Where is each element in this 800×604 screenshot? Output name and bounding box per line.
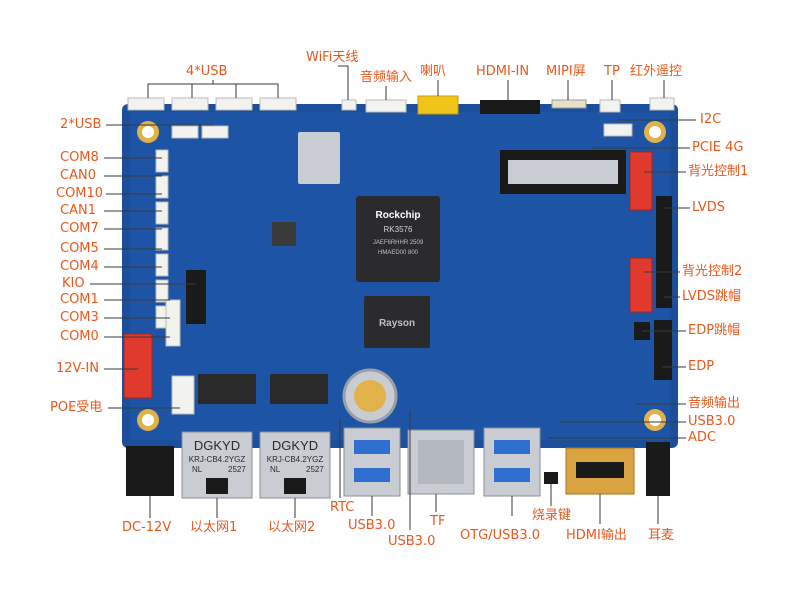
- rj45-2: [259, 431, 331, 499]
- mounting-holes: [137, 121, 666, 431]
- label-audio-in: 音频输入: [360, 70, 413, 85]
- label-com8: COM8: [60, 150, 99, 165]
- label-4usb: 4*USB: [186, 64, 228, 79]
- burn-key: [544, 472, 558, 484]
- label-usb30-b: USB3.0: [388, 534, 436, 549]
- label-com7: COM7: [60, 221, 99, 236]
- dc-jack: [126, 446, 174, 496]
- label-usb30-a: USB3.0: [348, 518, 396, 533]
- backlight2-connector: [629, 257, 653, 313]
- label-com3: COM3: [60, 310, 99, 325]
- soc-chip: [356, 196, 440, 282]
- label-edp-jumper: EDP跳帽: [688, 323, 741, 338]
- label-12v-in: 12V-IN: [56, 361, 99, 376]
- rj45-2-nl: NL: [270, 465, 281, 474]
- edp-connector: [654, 320, 672, 380]
- poe-connector: [171, 375, 195, 415]
- label-otg: OTG/USB3.0: [460, 528, 540, 543]
- label-mipi: MIPI屏: [546, 64, 586, 79]
- label-hdmi-in: HDMI-IN: [476, 64, 530, 79]
- rj45-1-model: KRJ-CB4.2YGZ: [189, 455, 246, 464]
- mem-brand: Rayson: [379, 318, 415, 329]
- label-wifi: WiFi天线: [306, 50, 359, 65]
- label-usb30-right: USB3.0: [688, 414, 736, 429]
- lan-transformer-2: [270, 374, 328, 404]
- ir-connector: [649, 97, 675, 111]
- label-ir: 红外遥控: [630, 64, 683, 79]
- leader-lines: [90, 65, 696, 530]
- soc-line2: HMAED00 800: [378, 250, 419, 256]
- label-com4: COM4: [60, 259, 99, 274]
- hdmi-in-header: [480, 100, 540, 114]
- label-mic: 耳麦: [648, 528, 675, 543]
- power-12v-connector: [123, 333, 153, 399]
- label-burn: 烧录键: [532, 508, 572, 523]
- audio-in-connector: [365, 99, 407, 113]
- label-tf: TF: [430, 514, 446, 529]
- tf-slot: [407, 429, 475, 495]
- label-backlight1: 背光控制1: [688, 164, 749, 179]
- label-com0: COM0: [60, 329, 99, 344]
- soc-line1: JAEF6RHHR 2509: [373, 240, 424, 246]
- label-can0: CAN0: [60, 168, 96, 183]
- label-i2c: I2C: [700, 112, 722, 127]
- soc-model: RK3576: [384, 225, 413, 234]
- usb30-port-2: [483, 427, 541, 497]
- label-eth2: 以太网2: [268, 520, 316, 535]
- soc-brand: Rockchip: [375, 210, 420, 221]
- usb4-headers: [127, 97, 297, 111]
- label-poe: POE受电: [50, 400, 103, 415]
- lvds-jumper: [656, 288, 672, 308]
- speaker-connector: [417, 95, 459, 115]
- lvds-header: [656, 196, 672, 296]
- label-eth1: 以太网1: [190, 520, 238, 535]
- tp-connector: [599, 99, 621, 113]
- rj45-2-model: KRJ-CB4.2YGZ: [267, 455, 324, 464]
- rj45-2-code: 2527: [306, 465, 324, 474]
- label-lvds-jumper: LVDS跳帽: [682, 289, 741, 304]
- label-backlight2: 背光控制2: [682, 264, 743, 279]
- label-lvds: LVDS: [692, 200, 725, 215]
- mic-jack: [646, 442, 670, 496]
- label-kio: KIO: [62, 276, 85, 291]
- label-com10: COM10: [56, 186, 104, 201]
- label-can1: CAN1: [60, 203, 96, 218]
- label-hdmi-out: HDMI输出: [566, 528, 627, 543]
- backlight1-connector: [629, 151, 653, 211]
- memory-chip: [364, 296, 430, 348]
- label-dc12v: DC-12V: [122, 520, 172, 535]
- rj45-1-brand: DGKYD: [194, 438, 240, 453]
- usb30-port-1: [343, 427, 401, 497]
- label-tp: TP: [604, 64, 620, 79]
- label-pcie: PCIE 4G: [692, 140, 744, 155]
- lan-transformer-1: [198, 374, 256, 404]
- kio-header: [186, 270, 206, 324]
- label-audio-out: 音频输出: [688, 396, 741, 411]
- left-com-headers: [155, 149, 181, 347]
- label-speaker: 喇叭: [420, 64, 447, 79]
- label-rtc: RTC: [330, 500, 355, 515]
- wifi-module: [298, 132, 340, 184]
- rj45-1: [181, 431, 253, 499]
- hdmi-port: [565, 447, 635, 495]
- rj45-1-nl: NL: [192, 465, 203, 474]
- rj45-1-code: 2527: [228, 465, 246, 474]
- usb2-headers: [171, 125, 229, 139]
- mipi-connector: [551, 99, 587, 109]
- label-adc: ADC: [688, 430, 716, 445]
- wifi-connector: [341, 99, 357, 111]
- i2c-connector: [603, 123, 633, 137]
- rj45-2-brand: DGKYD: [272, 438, 318, 453]
- label-com5: COM5: [60, 241, 99, 256]
- label-edp: EDP: [688, 359, 715, 374]
- inductor: [272, 222, 296, 246]
- label-com1: COM1: [60, 292, 99, 307]
- label-2usb: 2*USB: [60, 117, 102, 132]
